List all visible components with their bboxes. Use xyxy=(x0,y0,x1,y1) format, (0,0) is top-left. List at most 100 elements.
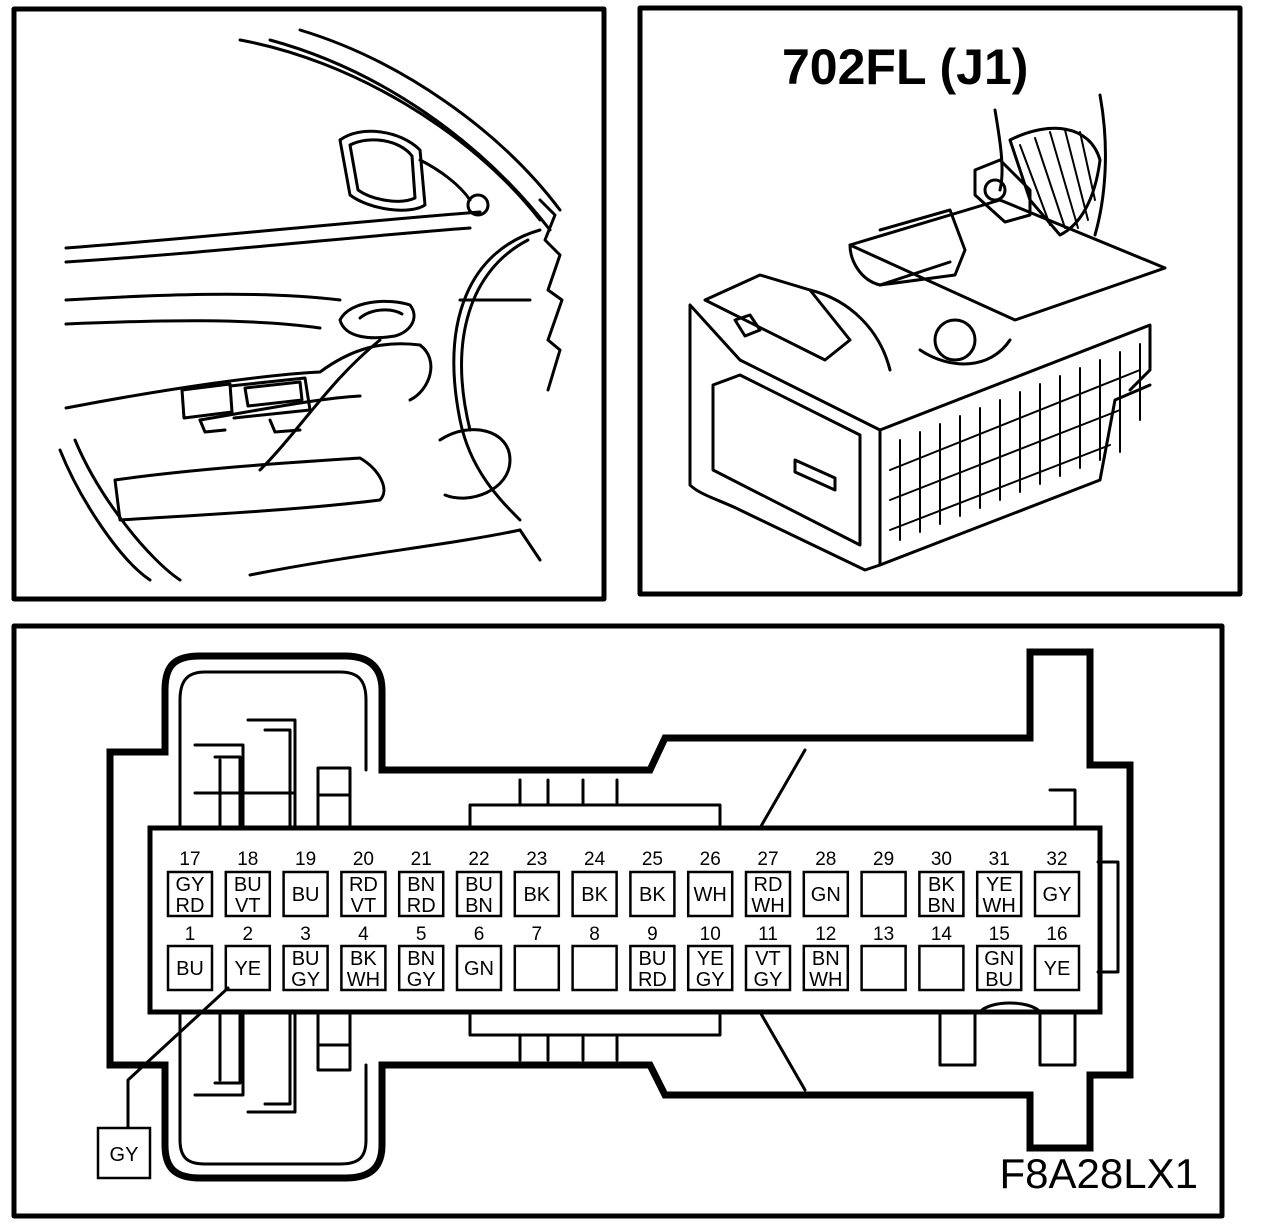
pin-wire-color: BK xyxy=(639,884,666,906)
pin-cavity xyxy=(224,944,272,992)
pin-cavity xyxy=(340,944,387,992)
pin-wire-stripe: WH xyxy=(809,969,842,991)
pin-wire-stripe: GY xyxy=(696,969,725,991)
pin-cavity xyxy=(744,870,792,918)
pin-cavity xyxy=(860,944,907,992)
pin-row-top: 17GYRD18BUVT19BU20RDVT21BNRD22BUBN23BK24… xyxy=(166,849,1081,918)
pinout-panel-frame xyxy=(11,623,1225,1219)
pin-wire-stripe: WH xyxy=(347,969,380,991)
pin-cavity xyxy=(455,944,503,992)
pin-wire-stripe: BU xyxy=(985,969,1013,991)
pin-2: 2YE xyxy=(224,924,272,992)
pin-number: 28 xyxy=(815,849,836,870)
pin-cavity xyxy=(166,870,214,918)
pin-wire-color: BU xyxy=(176,958,204,980)
pin-number: 31 xyxy=(989,849,1010,870)
pin-cavity xyxy=(571,870,618,918)
pin-number: 11 xyxy=(758,924,778,945)
pin-cavity xyxy=(340,870,387,918)
pin-wire-stripe: BN xyxy=(928,895,956,917)
pin-wire-stripe: RD xyxy=(638,969,667,991)
pin-1: 1BU xyxy=(166,924,214,992)
pin-wire-color: BU xyxy=(292,948,320,970)
connector-title: 702FL (J1) xyxy=(782,39,1028,95)
pin-wire-stripe: BN xyxy=(465,895,493,917)
pin-cavity xyxy=(513,870,561,918)
pin-wire-color: YE xyxy=(1044,958,1071,980)
pin-number: 12 xyxy=(815,924,836,945)
pin-number: 18 xyxy=(237,849,258,870)
pin-cavity xyxy=(455,870,503,918)
pin-cavity xyxy=(282,870,329,918)
pin-number: 4 xyxy=(358,924,369,945)
connector-3d-panel: 702FL (J1) xyxy=(637,5,1243,597)
pin-cavity xyxy=(282,944,329,992)
pin-cavity xyxy=(1033,944,1081,992)
pin-number: 2 xyxy=(243,924,254,945)
pin-cavity xyxy=(513,944,561,992)
pin-wire-stripe: GY xyxy=(291,969,320,991)
pin-wire-color: WH xyxy=(694,884,727,906)
pin-wire-color: YE xyxy=(697,948,724,970)
pin-number: 10 xyxy=(700,924,721,945)
pin-wire-color: GN xyxy=(811,884,841,906)
pin-number: 32 xyxy=(1046,849,1067,870)
pin-number: 24 xyxy=(584,849,606,870)
pin-cavity xyxy=(975,870,1023,918)
pin-wire-color: BK xyxy=(928,874,955,896)
pin-number: 17 xyxy=(179,849,200,870)
pin-number: 15 xyxy=(989,924,1010,945)
pin-wire-stripe: RD xyxy=(176,895,205,917)
pin-wire-stripe: GY xyxy=(407,969,436,991)
pin-wire-stripe: VT xyxy=(235,895,261,917)
pin-number: 20 xyxy=(353,849,374,870)
pin-wire-color: BN xyxy=(812,948,840,970)
pin-wire-stripe: WH xyxy=(983,895,1016,917)
pin-cavity xyxy=(744,944,792,992)
pin-cavity xyxy=(802,870,850,918)
pin-number: 23 xyxy=(526,849,547,870)
pin-cavity xyxy=(166,944,214,992)
pin-cavity xyxy=(397,870,445,918)
pin-7: 7 xyxy=(513,924,561,992)
pin-wire-color: BN xyxy=(407,874,435,896)
pin-number: 5 xyxy=(416,924,427,945)
pin-wire-color: BK xyxy=(350,948,377,970)
pin-cavity xyxy=(686,870,734,918)
pin-14: 14 xyxy=(918,924,965,992)
pin-number: 6 xyxy=(474,924,485,945)
pin-cavity xyxy=(397,944,445,992)
connector-3d-illustration xyxy=(688,93,1167,572)
pin-wire-color: BU xyxy=(465,874,493,896)
extra-wire-color: GY xyxy=(110,1144,139,1166)
pin-wire-stripe: WH xyxy=(751,895,784,917)
connector-panel-frame xyxy=(637,5,1243,597)
pin-number: 14 xyxy=(931,924,953,945)
pin-wire-color: YE xyxy=(234,958,261,980)
pin-29: 29 xyxy=(860,849,907,918)
pin-number: 29 xyxy=(873,849,894,870)
pin-wire-color: BU xyxy=(292,884,320,906)
pin-number: 3 xyxy=(300,924,311,945)
pin-cavity xyxy=(1033,870,1081,918)
pin-wire-color: GN xyxy=(464,958,494,980)
pin-wire-color: GN xyxy=(984,948,1014,970)
